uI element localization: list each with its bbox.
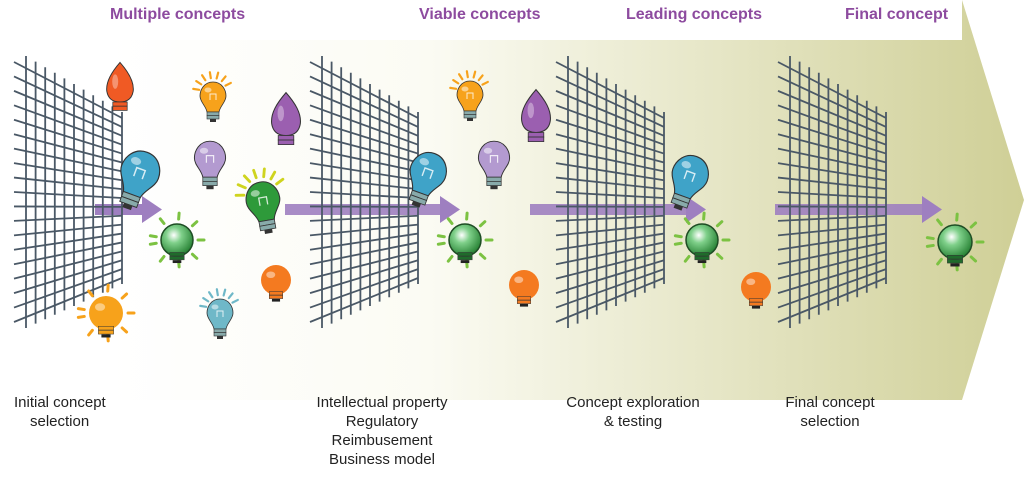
caption-initial-selection: Initial concept selection [14,393,106,431]
caption-final-selection: Final concept selection [770,393,890,431]
caption-line: selection [770,412,890,431]
stage-title-leading: Leading concepts [626,6,762,24]
stage-title-viable: Viable concepts [419,6,541,24]
caption-line: Final concept [770,393,890,412]
caption-line: & testing [551,412,715,431]
caption-line: Business model [300,450,464,469]
caption-line: Concept exploration [551,393,715,412]
caption-line: Reimbusement [300,431,464,450]
caption-line: Intellectual property [300,393,464,412]
caption-line: Regulatory [300,412,464,431]
caption-viability-criteria: Intellectual property Regulatory Reimbus… [300,393,464,469]
stage-title-multiple: Multiple concepts [110,6,245,24]
caption-exploration-testing: Concept exploration & testing [551,393,715,431]
caption-line: selection [14,412,106,431]
caption-line: Initial concept [14,393,106,412]
stage-title-final: Final concept [845,6,948,24]
filter-grid-icon [14,56,122,328]
